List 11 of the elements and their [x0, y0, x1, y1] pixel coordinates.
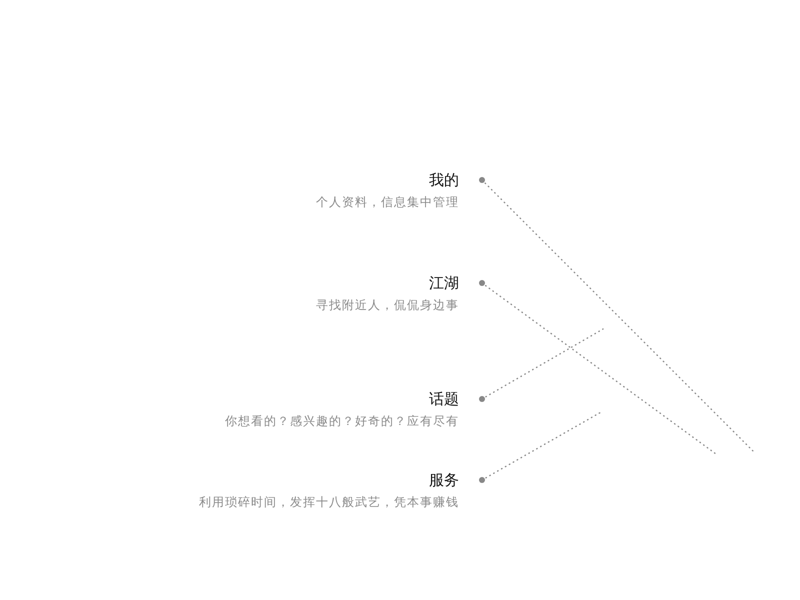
menu-description: 你想看的？感兴趣的？好奇的？应有尽有 — [225, 413, 459, 429]
menu-description: 个人资料，信息集中管理 — [316, 194, 459, 210]
menu-title: 服务 — [429, 471, 459, 489]
leader-line — [479, 280, 717, 455]
menu-title: 江湖 — [429, 274, 459, 292]
menu-title: 我的 — [429, 171, 459, 189]
menu-description: 利用琐碎时间，发挥十八般武艺，凭本事赚钱 — [199, 494, 459, 510]
leader-line — [479, 177, 756, 454]
menu-title: 话题 — [429, 390, 459, 408]
menu-description: 寻找附近人，侃侃身边事 — [316, 297, 459, 313]
leader-line — [479, 328, 604, 402]
